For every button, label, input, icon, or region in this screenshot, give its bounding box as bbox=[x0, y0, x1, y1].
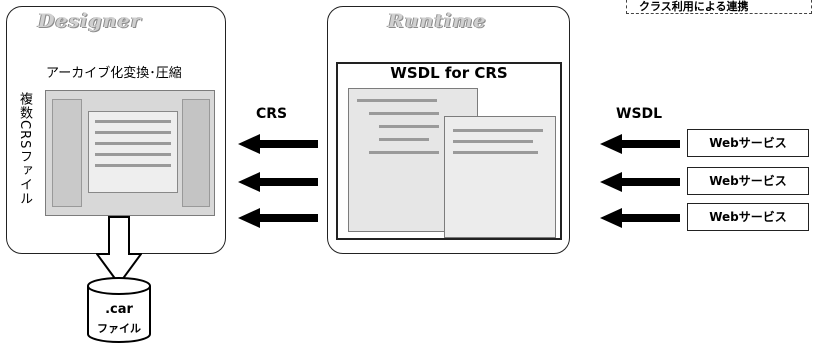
car-file-ext: .car bbox=[105, 302, 133, 317]
car-file-kind: ファイル bbox=[97, 322, 141, 335]
designer-logo: Designer bbox=[38, 10, 142, 32]
arrow-left-icon bbox=[238, 208, 318, 228]
crs-label: CRS bbox=[256, 106, 288, 122]
car-file-cylinder-icon bbox=[87, 277, 151, 343]
arrow-down-icon bbox=[96, 216, 142, 286]
wsdl-dialog-screenshot bbox=[444, 116, 556, 238]
wsdl-for-crs-title: WSDL for CRS bbox=[390, 64, 508, 82]
screenshot-pane-right bbox=[182, 99, 210, 207]
web-service-box: Webサービス bbox=[687, 129, 809, 157]
wsdl-label: WSDL bbox=[616, 106, 663, 122]
arrow-left-icon bbox=[600, 134, 680, 154]
arrow-left-icon bbox=[600, 208, 680, 228]
arrow-left-icon bbox=[238, 134, 318, 154]
screenshot-pane-left bbox=[52, 99, 82, 207]
arrow-left-icon bbox=[600, 172, 680, 192]
runtime-logo: Runtime bbox=[388, 10, 487, 32]
web-service-box: Webサービス bbox=[687, 203, 809, 231]
web-service-box: Webサービス bbox=[687, 167, 809, 195]
arrow-left-icon bbox=[238, 172, 318, 192]
designer-screenshot bbox=[45, 90, 215, 216]
screenshot-pane-center bbox=[88, 111, 178, 193]
archive-title: アーカイブ化変換･圧縮 bbox=[46, 66, 182, 81]
top-note: クラス利用による連携 bbox=[626, 0, 812, 14]
multi-crs-label: 複数CRSファイル bbox=[17, 92, 32, 206]
